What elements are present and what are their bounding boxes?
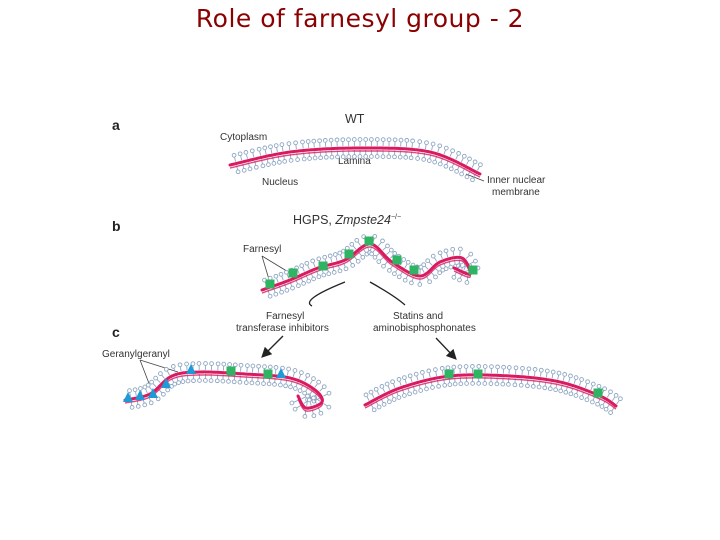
fti-arrow (308, 281, 346, 307)
farnesyl-group (344, 249, 354, 259)
farnesyl-group (318, 261, 328, 271)
panel-b-header: HGPS, Zmpste24−/− (293, 213, 401, 227)
fti-arrow-down (261, 335, 284, 358)
geranylgeranyl-group (276, 368, 286, 378)
membrane-wt (228, 137, 483, 183)
farnesyl-group (593, 388, 603, 398)
lamina-band (228, 146, 482, 176)
inner-membrane-label-line1: Inner nuclear (487, 175, 546, 186)
hgps-label: HGPS, (293, 213, 335, 227)
panel-a-header: WT (345, 112, 365, 126)
panel-a-letter: a (112, 117, 120, 133)
statin-label-line2: aminobisphosphonates (373, 323, 476, 334)
farnesyl-group (473, 369, 483, 379)
statin-arrow (369, 281, 406, 306)
fti-label-line1: Farnesyl (266, 311, 304, 322)
membrane-fti (123, 361, 332, 419)
lamina-label: Lamina (338, 156, 371, 167)
farnesyl-group (265, 279, 275, 289)
membrane-hgps (260, 233, 481, 299)
farnesyl-label: Farnesyl (243, 244, 281, 255)
geranylgeranyl-group (135, 390, 145, 400)
farnesyl-group (288, 268, 298, 278)
farnesyl-group (392, 255, 402, 265)
panel-b-letter: b (112, 218, 121, 234)
gene-label: Zmpste24 (334, 213, 391, 227)
geranylgeranyl-group (123, 392, 133, 402)
farnesyl-group (409, 265, 419, 275)
geranylgeranyl-group (161, 378, 171, 388)
farnesyl-group (226, 366, 236, 376)
nucleus-label: Nucleus (262, 177, 298, 188)
statin-arrow-down (435, 337, 457, 360)
farnesyl-group (263, 369, 273, 379)
fti-label-line2: transferase inhibitors (236, 323, 329, 334)
arrows (261, 281, 457, 360)
farnesyl-group (444, 369, 454, 379)
membranes (123, 137, 623, 419)
geranylgeranyl-group (148, 388, 158, 398)
inner-membrane-label-line2: membrane (492, 187, 540, 198)
farnesyl-group (364, 236, 374, 246)
membrane-statin (363, 364, 623, 415)
genotype-superscript: −/− (391, 214, 401, 221)
statin-label-line1: Statins and (393, 311, 443, 322)
geranylgeranyl-label: Geranylgeranyl (102, 349, 170, 360)
slide-title: Role of farnesyl group - 2 (195, 4, 525, 33)
geranylgeranyl-group (186, 364, 196, 374)
farnesyl-group (468, 265, 478, 275)
cytoplasm-label: Cytoplasm (220, 132, 267, 143)
lamina-band (260, 242, 472, 292)
panel-c-letter: c (112, 324, 120, 340)
